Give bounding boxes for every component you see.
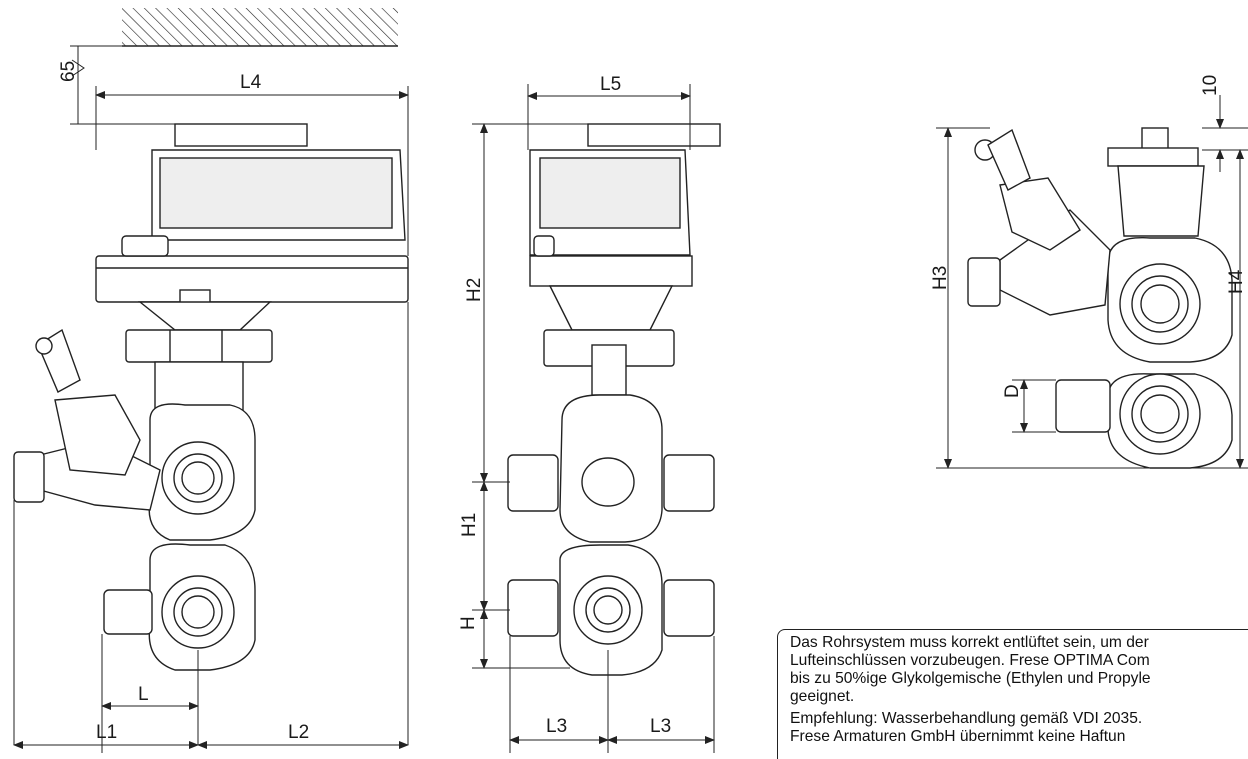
- dim-L3-left-label: L3: [546, 716, 567, 737]
- ceiling-hatch: [122, 8, 398, 47]
- note-line-5: Empfehlung: Wasserbehandlung gemäß VDI 2…: [790, 710, 1143, 727]
- dim-D-label: D: [1002, 384, 1023, 398]
- dim-L5-label: L5: [600, 74, 621, 95]
- valve-front-view: [507, 123, 721, 676]
- view3-dimensions: [936, 95, 1248, 469]
- dim-H4-label: H4: [1226, 269, 1247, 294]
- dim-65-label: 65: [58, 61, 79, 82]
- dim-L-label: L: [138, 684, 149, 705]
- view1-dimensions: [13, 86, 409, 759]
- dim-L3-right-label: L3: [650, 716, 671, 737]
- valve-side-view: [13, 123, 409, 671]
- note-line-4: geeignet.: [790, 688, 855, 705]
- clearance-dimension: [70, 45, 175, 125]
- dim-L2-label: L2: [288, 722, 309, 743]
- note-line-2: Lufteinschlüssen vorzubeugen. Frese OPTI…: [790, 652, 1150, 669]
- dim-10-label: 10: [1200, 75, 1221, 96]
- dim-L4-label: L4: [240, 72, 262, 93]
- dim-H-label: H: [458, 616, 479, 630]
- note-box: Das Rohrsystem muss korrekt entlüftet se…: [777, 629, 1248, 759]
- valve-compact-view: [967, 127, 1233, 469]
- note-line-1: Das Rohrsystem muss korrekt entlüftet se…: [790, 634, 1149, 651]
- note-line-6: Frese Armaturen GmbH übernimmt keine Haf…: [790, 728, 1126, 745]
- dim-H2-label: H2: [464, 278, 485, 302]
- dim-H3-label: H3: [930, 266, 951, 290]
- dim-H1-label: H1: [459, 513, 480, 537]
- view2-dimensions: [472, 84, 715, 759]
- note-line-3: bis zu 50%ige Glykolgemische (Ethylen un…: [790, 670, 1151, 687]
- dim-L1-label: L1: [96, 722, 117, 743]
